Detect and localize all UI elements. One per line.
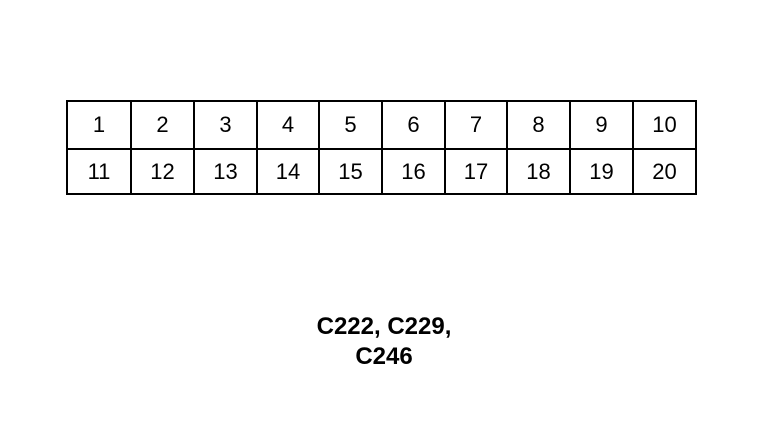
connector-ids-line1: C222, C229, [316, 313, 452, 340]
pin-cell: 19 [569, 150, 632, 193]
pin-cell: 16 [381, 150, 444, 193]
pin-cell: 8 [506, 102, 569, 148]
connector-pinout-grid: 1 2 3 4 5 6 7 8 9 10 11 12 13 14 15 16 1… [66, 100, 697, 195]
pin-cell: 6 [381, 102, 444, 148]
pin-cell: 11 [87, 158, 111, 184]
pin-cell: 13 [193, 150, 256, 193]
pin-cell: 9 [569, 102, 632, 148]
pin-cell: 12 [130, 150, 193, 193]
pin-cell: 20 [632, 150, 695, 193]
pin-cell: 18 [506, 150, 569, 193]
pin-cell: 2 [130, 102, 193, 148]
pin-cell: 7 [444, 102, 506, 148]
pin-cell: 5 [318, 102, 381, 148]
pin-cell: 4 [256, 102, 318, 148]
connector-ids-line2: C246 [355, 343, 413, 370]
pin-row-bottom: 11 12 13 14 15 16 17 18 19 20 [68, 150, 695, 193]
pin-row-top: 1 2 3 4 5 6 7 8 9 10 [68, 102, 695, 150]
pin-cell: 3 [193, 102, 256, 148]
pin-cell: 15 [318, 150, 381, 193]
pin-cell: 1 [92, 112, 106, 137]
pin-cell: 10 [632, 102, 695, 148]
pin-cell: 17 [444, 150, 506, 193]
pin-cell: 14 [256, 150, 318, 193]
